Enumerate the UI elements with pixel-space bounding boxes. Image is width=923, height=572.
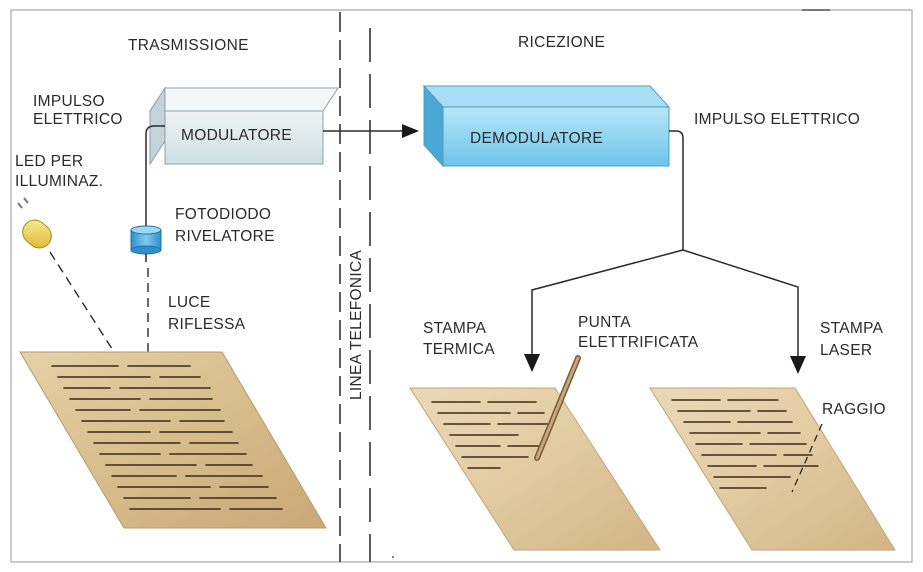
- photodiode-label-line1: FOTODIODO: [175, 206, 271, 223]
- led-label-line2: ILLUMINAZ.: [15, 173, 103, 190]
- demodulator-top: [422, 85, 671, 108]
- reflected-light-label-line2: RIFLESSA: [168, 316, 246, 333]
- led-label-line1: LED PER: [15, 153, 83, 170]
- split-left-wire: [531, 249, 684, 358]
- laser-print-label-line2: LASER: [820, 342, 872, 359]
- stray-dot: [392, 556, 394, 558]
- modulator-wire: [145, 125, 165, 226]
- thermal-print-document: [409, 387, 661, 551]
- demodulator-label: DEMODULATORE: [470, 130, 603, 147]
- electrified-tip-label-line2: ELETTRIFICATA: [578, 334, 699, 351]
- beam-label: RAGGIO: [822, 401, 886, 418]
- modulator-front: [164, 110, 324, 165]
- thermal-print-label-line1: STAMPA: [423, 320, 487, 337]
- led-icon: [17, 197, 52, 249]
- photodiode-label-line2: RIVELATORE: [175, 228, 275, 245]
- electrified-tip-label-line1: PUNTA: [578, 314, 631, 331]
- split-right-wire: [682, 249, 799, 360]
- impulse-label-line2: ELETTRICO: [33, 111, 123, 128]
- reception-heading: RICEZIONE: [518, 34, 605, 51]
- receiver-impulse-label: IMPULSO ELETTRICO: [694, 111, 860, 128]
- laser-print-document: [649, 387, 896, 551]
- laser-print-label-line1: STAMPA: [820, 320, 884, 337]
- modulator-label: MODULATORE: [181, 127, 292, 144]
- thermal-print-label-line2: TERMICA: [423, 341, 495, 358]
- demodulator-front: [442, 106, 670, 167]
- demodulator-wire: [669, 130, 684, 250]
- phone-line-label: LINEA TELEFONICA: [348, 250, 365, 400]
- photodiode-icon: [130, 225, 162, 262]
- outer-frame: [10, 9, 913, 563]
- electrified-tip-icon: [534, 355, 581, 461]
- laser-beam: [791, 423, 823, 493]
- impulse-label-line1: IMPULSO: [33, 93, 105, 110]
- modulator-box: MODULATORE: [149, 86, 339, 166]
- original-document: [19, 351, 327, 529]
- transmission-heading: TRASMISSIONE: [128, 37, 249, 54]
- reflected-light-label-line1: LUCE: [168, 294, 211, 311]
- modulator-top: [149, 87, 339, 112]
- thermal-arrowhead: [524, 354, 540, 372]
- laser-arrowhead: [790, 356, 806, 374]
- demodulator-box: DEMODULATORE: [422, 84, 671, 168]
- signal-arrowhead: [402, 124, 419, 138]
